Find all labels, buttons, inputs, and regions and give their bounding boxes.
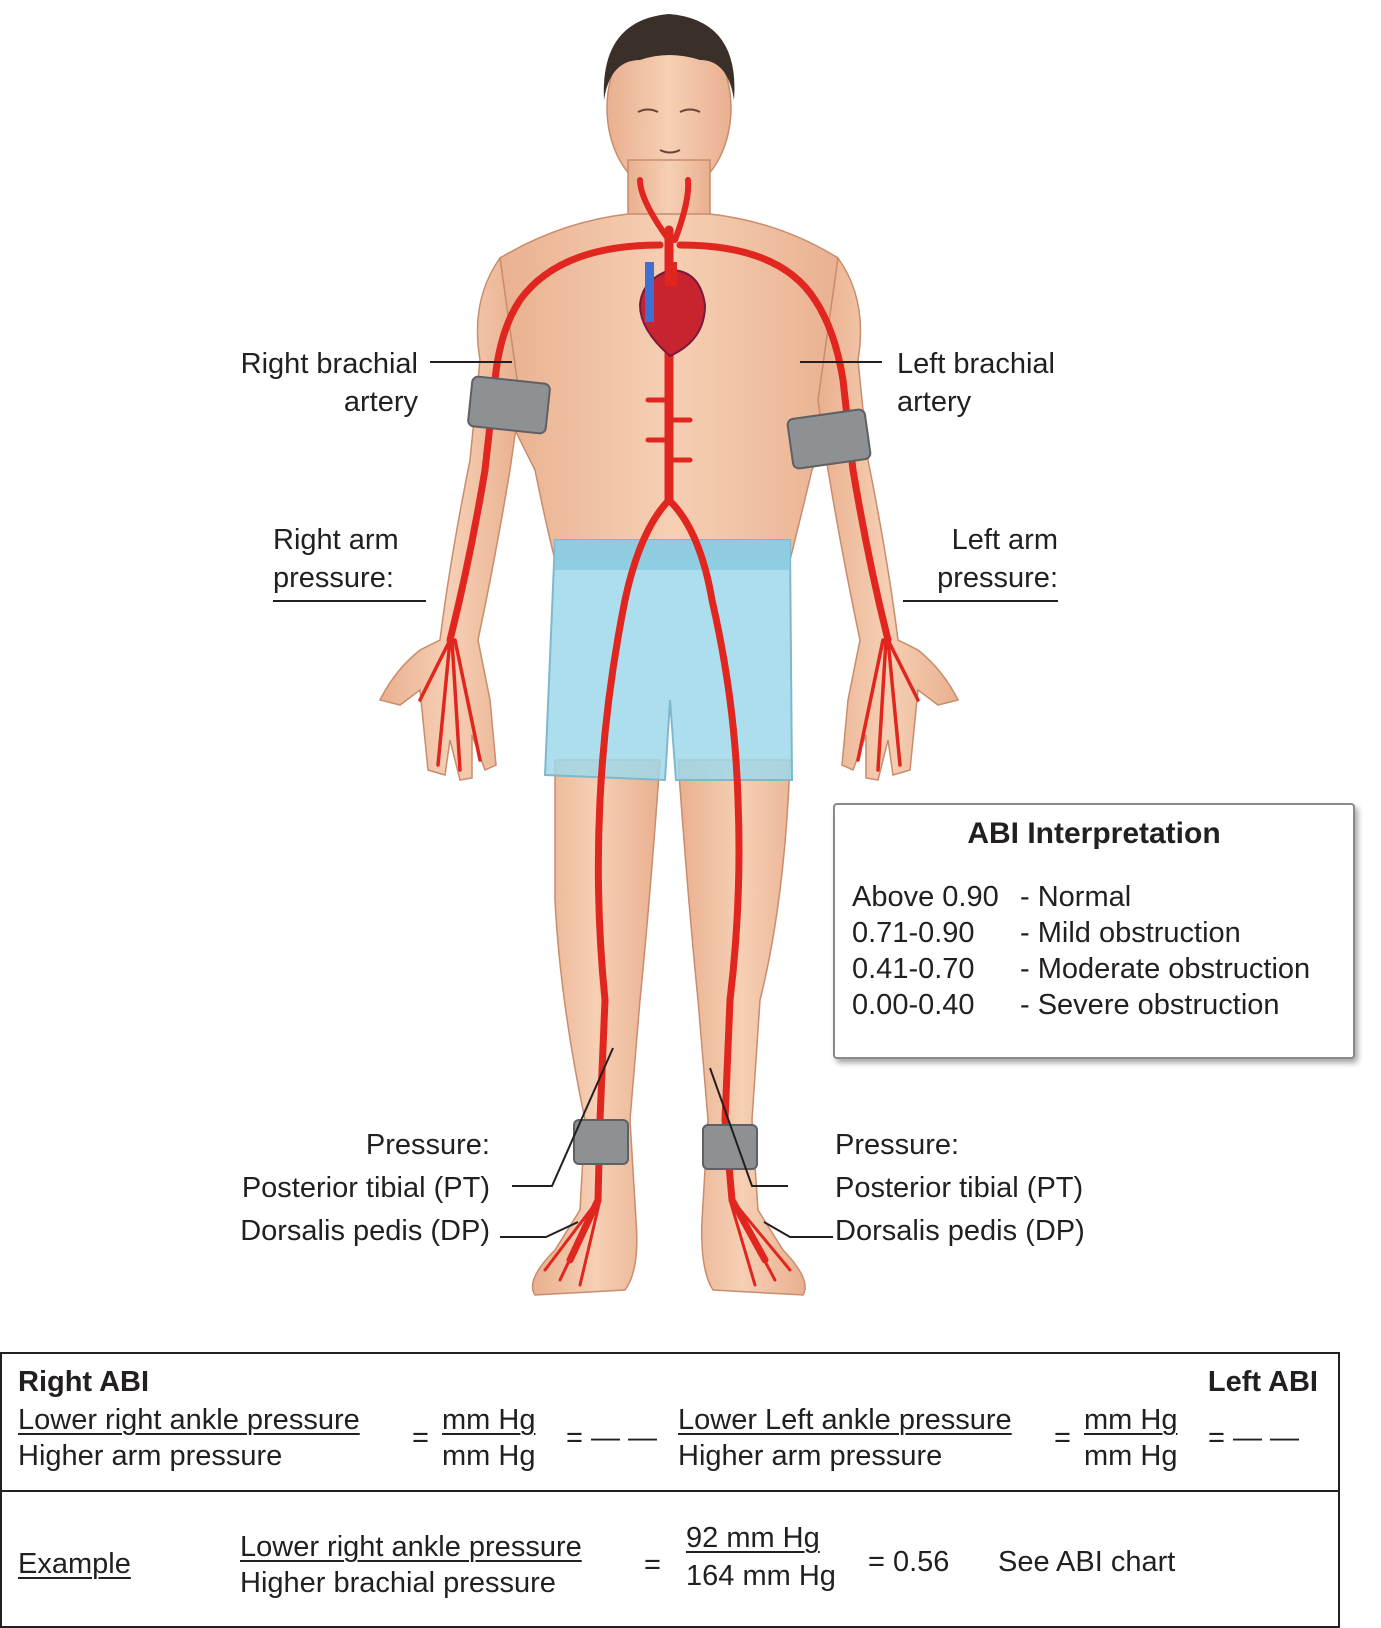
right-abi-denominator: Higher arm pressure [18, 1440, 283, 1472]
example-equals: = [644, 1549, 661, 1581]
left-ankle-pressure-label: Pressure: Posterior tibial (PT) Dorsalis… [835, 1129, 1085, 1247]
left-abi-equals: = [1054, 1422, 1071, 1454]
right-abi-numerator: Lower right ankle pressure [18, 1404, 360, 1436]
right-abi-title: Right ABI [18, 1366, 150, 1398]
cuffs [467, 375, 872, 1170]
left-abi-numerator: Lower Left ankle pressure [678, 1404, 1012, 1436]
right-ankle-pressure-label: Pressure: Posterior tibial (PT) Dorsalis… [240, 1129, 490, 1247]
example-value-bottom: 164 mm Hg [686, 1560, 836, 1592]
right-abi-result: = — — [566, 1422, 658, 1454]
abi-calculation-panel: Right ABI Left ABI Lower right ankle pre… [0, 1352, 1340, 1628]
left-abi-result: = — — [1208, 1422, 1300, 1454]
right-abi-equals: = [412, 1422, 429, 1454]
abi-row: 0.41-0.70- Moderate obstruction [852, 953, 1311, 985]
example-numerator: Lower right ankle pressure [240, 1531, 582, 1563]
right-abi-unit-top: mm Hg [442, 1404, 536, 1436]
face [637, 108, 701, 154]
abi-row: 0.00-0.40- Severe obstruction [852, 989, 1280, 1021]
arteries [418, 177, 920, 1287]
abi-interpretation-title: ABI Interpretation [967, 817, 1221, 850]
right-abi-unit-bottom: mm Hg [442, 1440, 536, 1472]
example-note: See ABI chart [998, 1546, 1176, 1578]
example-result: = 0.56 [868, 1546, 950, 1578]
example-denominator: Higher brachial pressure [240, 1567, 556, 1599]
example-label: Example [18, 1548, 131, 1580]
left-abi-denominator: Higher arm pressure [678, 1440, 943, 1472]
shorts [543, 539, 794, 782]
abi-interpretation-box: ABI Interpretation Above 0.90- Normal 0.… [833, 803, 1355, 1059]
left-abi-unit-bottom: mm Hg [1084, 1440, 1178, 1472]
panel-divider [2, 1490, 1338, 1492]
hair [603, 14, 735, 100]
heart [638, 262, 707, 358]
leader-lines [273, 361, 1058, 1238]
abi-row: Above 0.90- Normal [852, 881, 1132, 913]
abi-row: 0.71-0.90- Mild obstruction [852, 917, 1241, 949]
left-abi-unit-top: mm Hg [1084, 1404, 1178, 1436]
left-abi-title: Left ABI [1207, 1366, 1318, 1398]
body-arterial-illustration [273, 14, 1058, 1296]
example-value-top: 92 mm Hg [686, 1522, 820, 1554]
